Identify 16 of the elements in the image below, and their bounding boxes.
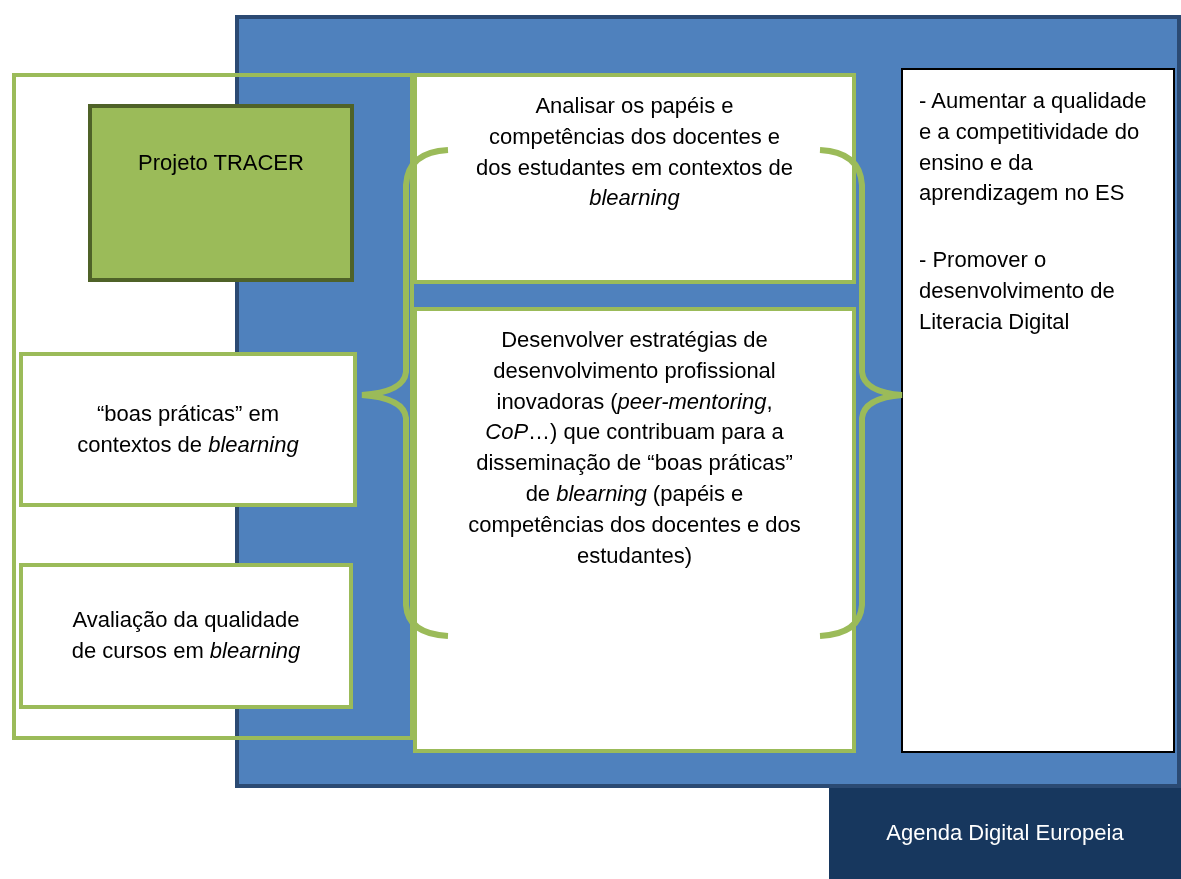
text-box — [19, 352, 357, 507]
title-box — [88, 104, 354, 282]
group-frame — [12, 73, 414, 740]
node-text: Agenda Digital Europeia — [886, 819, 1124, 848]
node-text: Analisar os papéis e competências dos docentes e dos estudantes em contextos de blearning — [475, 92, 794, 213]
node-text: - Promover o desenvolvimento de Literacia Digital — [919, 246, 1116, 336]
node-text: - Aumentar a qualidade e a competitividade do ensino e da aprendizagem no ES — [919, 87, 1148, 208]
text-box — [901, 68, 1175, 753]
node-text: “boas práticas” em contextos de blearning — [76, 399, 300, 459]
text-box — [413, 307, 856, 753]
node-text: Avaliação da qualidade de cursos em blearning — [70, 606, 302, 665]
text-box — [19, 563, 353, 709]
node-text: Desenvolver estratégias de desenvolvimento profissional inovadoras (peer-mentoring, CoP…) que contribuam para a disseminação de “boas práticas” de blearning (papéis e competências dos docentes e dos estudantes) — [467, 326, 802, 570]
text-box — [413, 73, 856, 284]
label-box — [829, 788, 1181, 879]
node-text: Projeto TRACER — [138, 149, 304, 177]
